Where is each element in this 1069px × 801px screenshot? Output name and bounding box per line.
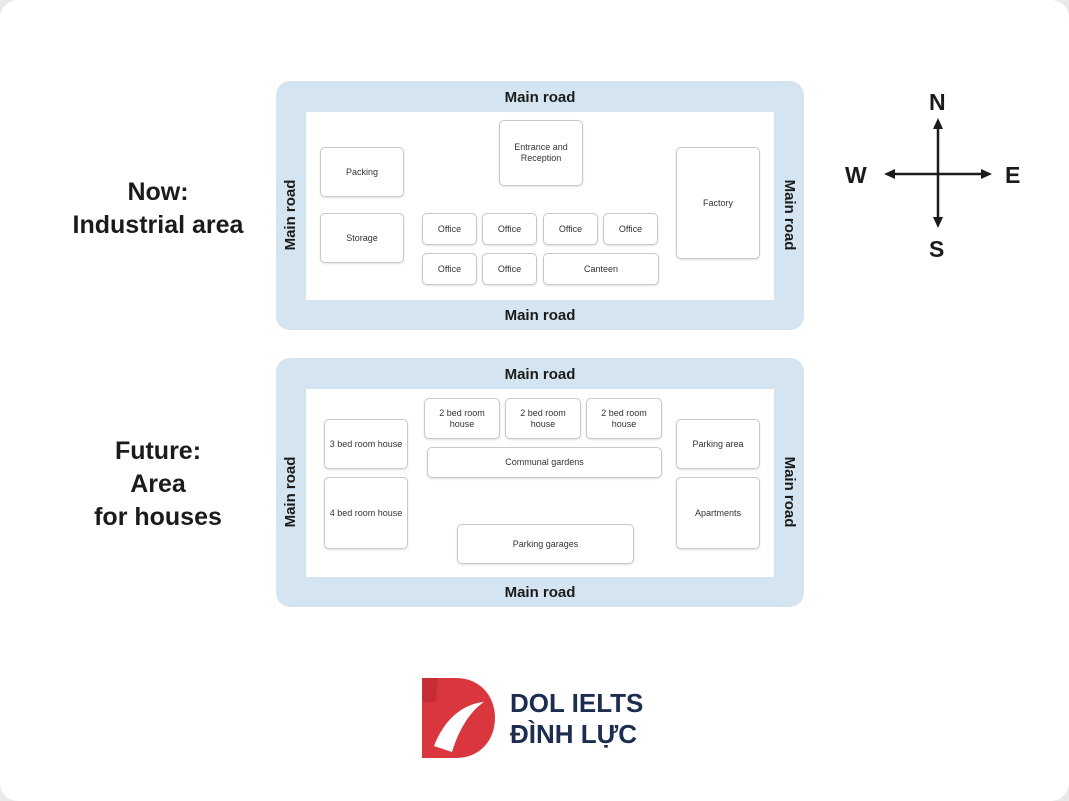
future-label: Future: Area for houses bbox=[43, 435, 273, 534]
building-office-3: Office bbox=[543, 213, 598, 245]
future-road-left: Main road bbox=[282, 456, 299, 528]
now-label-line-2: Industrial area bbox=[72, 211, 244, 239]
future-map-site: 3 bed room house 4 bed room house 2 bed … bbox=[306, 389, 774, 577]
now-road-top: Main road bbox=[504, 89, 576, 106]
future-road-top: Main road bbox=[504, 366, 576, 383]
parking-area: Parking area bbox=[676, 419, 760, 469]
building-storage: Storage bbox=[320, 213, 404, 263]
compass-east: E bbox=[1005, 162, 1021, 188]
building-apartments: Apartments bbox=[676, 477, 760, 549]
parking-garages: Parking garages bbox=[457, 524, 634, 564]
building-entrance-reception: Entrance and Reception bbox=[499, 120, 583, 186]
now-road-left: Main road bbox=[282, 179, 299, 251]
compass-north: N bbox=[929, 89, 946, 115]
compass-west: W bbox=[845, 162, 867, 188]
brand-line-2: ĐÌNH LỰC bbox=[510, 719, 638, 749]
building-factory: Factory bbox=[676, 147, 760, 259]
future-map: Main road Main road Main road Main road … bbox=[276, 358, 804, 607]
brand-line-1: DOL IELTS bbox=[510, 688, 644, 718]
building-office-4: Office bbox=[603, 213, 658, 245]
now-road-bottom: Main road bbox=[504, 307, 576, 324]
future-label-line-1: Future: bbox=[114, 437, 202, 465]
future-road-bottom: Main road bbox=[504, 584, 576, 601]
compass: N S E W bbox=[840, 88, 1030, 263]
brand-name: DOL IELTS ĐÌNH LỰC bbox=[510, 688, 643, 750]
now-label-line-1: Now: bbox=[127, 178, 189, 206]
compass-arrows-icon bbox=[884, 118, 992, 228]
building-office-1: Office bbox=[422, 213, 477, 245]
dol-logo-icon bbox=[422, 678, 495, 758]
building-2-bedroom-house-a: 2 bed room house bbox=[424, 398, 500, 439]
building-packing: Packing bbox=[320, 147, 404, 197]
building-office-5: Office bbox=[422, 253, 477, 285]
now-map: Main road Main road Main road Main road … bbox=[276, 81, 804, 330]
building-3-bedroom-house: 3 bed room house bbox=[324, 419, 408, 469]
future-label-line-3: for houses bbox=[94, 503, 222, 531]
now-map-site: Packing Storage Entrance and Reception O… bbox=[306, 112, 774, 300]
brand-logo: DOL IELTS ĐÌNH LỰC bbox=[420, 676, 660, 760]
compass-south: S bbox=[929, 236, 945, 262]
building-canteen: Canteen bbox=[543, 253, 659, 285]
future-road-right: Main road bbox=[781, 456, 798, 528]
building-2-bedroom-house-b: 2 bed room house bbox=[505, 398, 581, 439]
now-road-right: Main road bbox=[781, 179, 798, 251]
building-2-bedroom-house-c: 2 bed room house bbox=[586, 398, 662, 439]
building-4-bedroom-house: 4 bed room house bbox=[324, 477, 408, 549]
now-label: Now: Industrial area bbox=[43, 176, 273, 242]
communal-gardens: Communal gardens bbox=[427, 447, 662, 478]
building-office-2: Office bbox=[482, 213, 537, 245]
building-office-6: Office bbox=[482, 253, 537, 285]
future-label-line-2: Area bbox=[130, 470, 186, 498]
